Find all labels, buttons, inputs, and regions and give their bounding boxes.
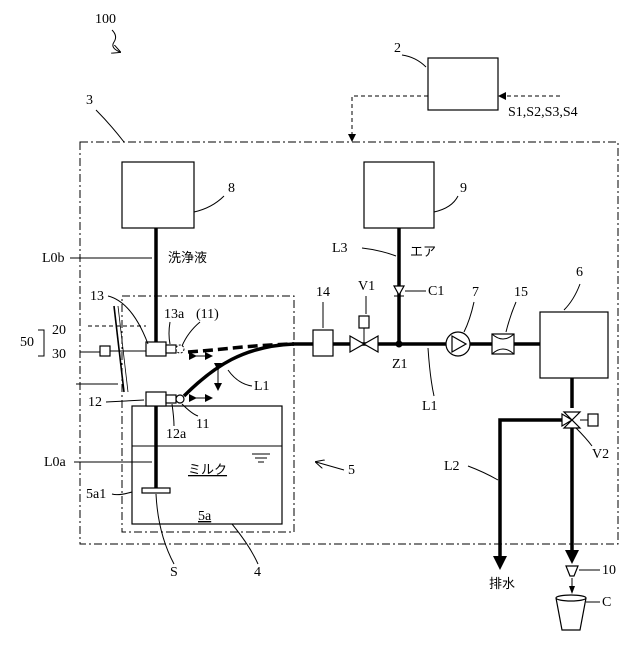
box9-number: 9 [460, 181, 467, 196]
n5a1-label: 5a1 [86, 487, 106, 502]
n11-label: 11 [196, 417, 209, 432]
v2-actuator [588, 414, 598, 426]
component-14 [313, 330, 333, 356]
air-label: エア [410, 245, 436, 260]
strainer-s [142, 488, 170, 493]
control-arrowhead [348, 134, 356, 142]
l2-leader [468, 466, 498, 480]
junction-z1 [396, 341, 403, 348]
box6-number: 6 [576, 265, 583, 280]
three-way-valve-v2 [562, 412, 580, 428]
v2-leader [576, 428, 592, 446]
drip-arrowhead [569, 586, 575, 594]
v1-label: V1 [358, 279, 375, 294]
controller-box [428, 58, 498, 110]
milk-label: ミルク [188, 463, 227, 478]
drain-arrowhead [493, 556, 507, 570]
box8-leader [194, 196, 224, 212]
sensor-30 [100, 346, 110, 356]
n12a-label: 12a [166, 427, 187, 442]
n5-pointer [316, 462, 344, 470]
n10-label: 10 [602, 563, 616, 578]
cup-c [556, 598, 586, 630]
outlet-arrowhead [565, 550, 579, 564]
n5-label: 5 [348, 463, 355, 478]
l1-left-label: L1 [254, 379, 270, 394]
check-valve-c1 [394, 286, 404, 295]
n14-label: 14 [316, 285, 330, 300]
nozzle-10 [566, 566, 578, 576]
system-number: 100 [95, 12, 116, 27]
s-label: S [170, 565, 178, 580]
n11p-label: (11) [196, 307, 219, 322]
box8-number: 8 [228, 181, 235, 196]
n20-label: 20 [52, 323, 66, 338]
l3-leader [362, 248, 396, 256]
box9-leader [434, 196, 458, 212]
apparatus-leader [96, 110, 124, 142]
n15-label: 15 [514, 285, 528, 300]
n12-label: 12 [88, 395, 102, 410]
n4-label: 4 [254, 565, 261, 580]
air-source-box [364, 162, 434, 228]
signal-arrowhead [498, 92, 506, 100]
n13a-leader [169, 322, 170, 344]
cup-label: C [602, 595, 611, 610]
n30-label: 30 [52, 347, 66, 362]
n13a-label: 13a [164, 307, 185, 322]
valve-v1-actuator [359, 316, 369, 328]
n7-leader [464, 302, 474, 332]
l0b-label: L0b [42, 251, 65, 266]
control-line [352, 96, 428, 136]
pipe-l1-alt-position [188, 344, 294, 352]
connector-12 [146, 392, 166, 406]
cup-rim [556, 595, 586, 601]
bracket-50 [38, 330, 44, 356]
heater-box-6 [540, 312, 608, 378]
connector-12a [166, 395, 176, 403]
controller-leader [402, 55, 426, 67]
box6-leader [564, 284, 580, 310]
n50-label: 50 [20, 335, 34, 350]
l1-left-leader [228, 370, 252, 386]
n12-leader [106, 400, 144, 402]
wash-liquid-tank [122, 162, 194, 228]
n13-label: 13 [90, 289, 104, 304]
pipe-l2 [500, 420, 562, 562]
controller-number: 2 [394, 41, 401, 56]
connector-13 [146, 342, 166, 356]
n15-leader [506, 302, 516, 332]
port-11-lower [176, 395, 184, 403]
wash-liquid-label: 洗浄液 [168, 251, 207, 266]
l2-label: L2 [444, 459, 460, 474]
v2-label: V2 [592, 447, 609, 462]
signals-label: S1,S2,S3,S4 [508, 105, 578, 120]
l0a-label: L0a [44, 455, 67, 470]
n5a-label: 5a [198, 509, 212, 524]
drain-label: 排水 [489, 577, 515, 592]
l3-label: L3 [332, 241, 348, 256]
apparatus-number: 3 [86, 93, 93, 108]
l1-right-leader [428, 348, 434, 396]
n7-label: 7 [472, 285, 479, 300]
connector-13a [166, 345, 176, 353]
port-11-upper [176, 345, 184, 353]
system-pointer [112, 30, 120, 52]
pipe-l1-flexible [184, 344, 294, 396]
l1-right-label: L1 [422, 399, 438, 414]
n13-leader [108, 296, 148, 344]
c1-label: C1 [428, 284, 444, 299]
z1-label: Z1 [392, 357, 408, 372]
n11p-leader [182, 322, 200, 346]
